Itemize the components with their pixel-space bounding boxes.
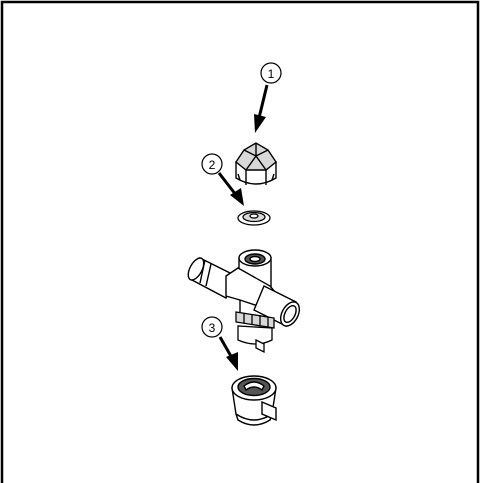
nozzle-part: [231, 375, 277, 426]
tee-connector-part: [187, 249, 301, 327]
arrow-1: [254, 84, 269, 133]
nut-part: [235, 311, 275, 354]
svg-text:2: 2: [209, 158, 216, 172]
svg-text:1: 1: [268, 67, 275, 81]
gasket-part: [237, 210, 271, 226]
cap-part: [235, 142, 277, 185]
callout-3: 3: [201, 316, 223, 338]
arrow-2: [217, 172, 244, 206]
arrow-3: [218, 336, 238, 371]
callout-1: 1: [260, 62, 282, 84]
callout-2: 2: [201, 153, 223, 175]
svg-text:3: 3: [209, 321, 216, 335]
